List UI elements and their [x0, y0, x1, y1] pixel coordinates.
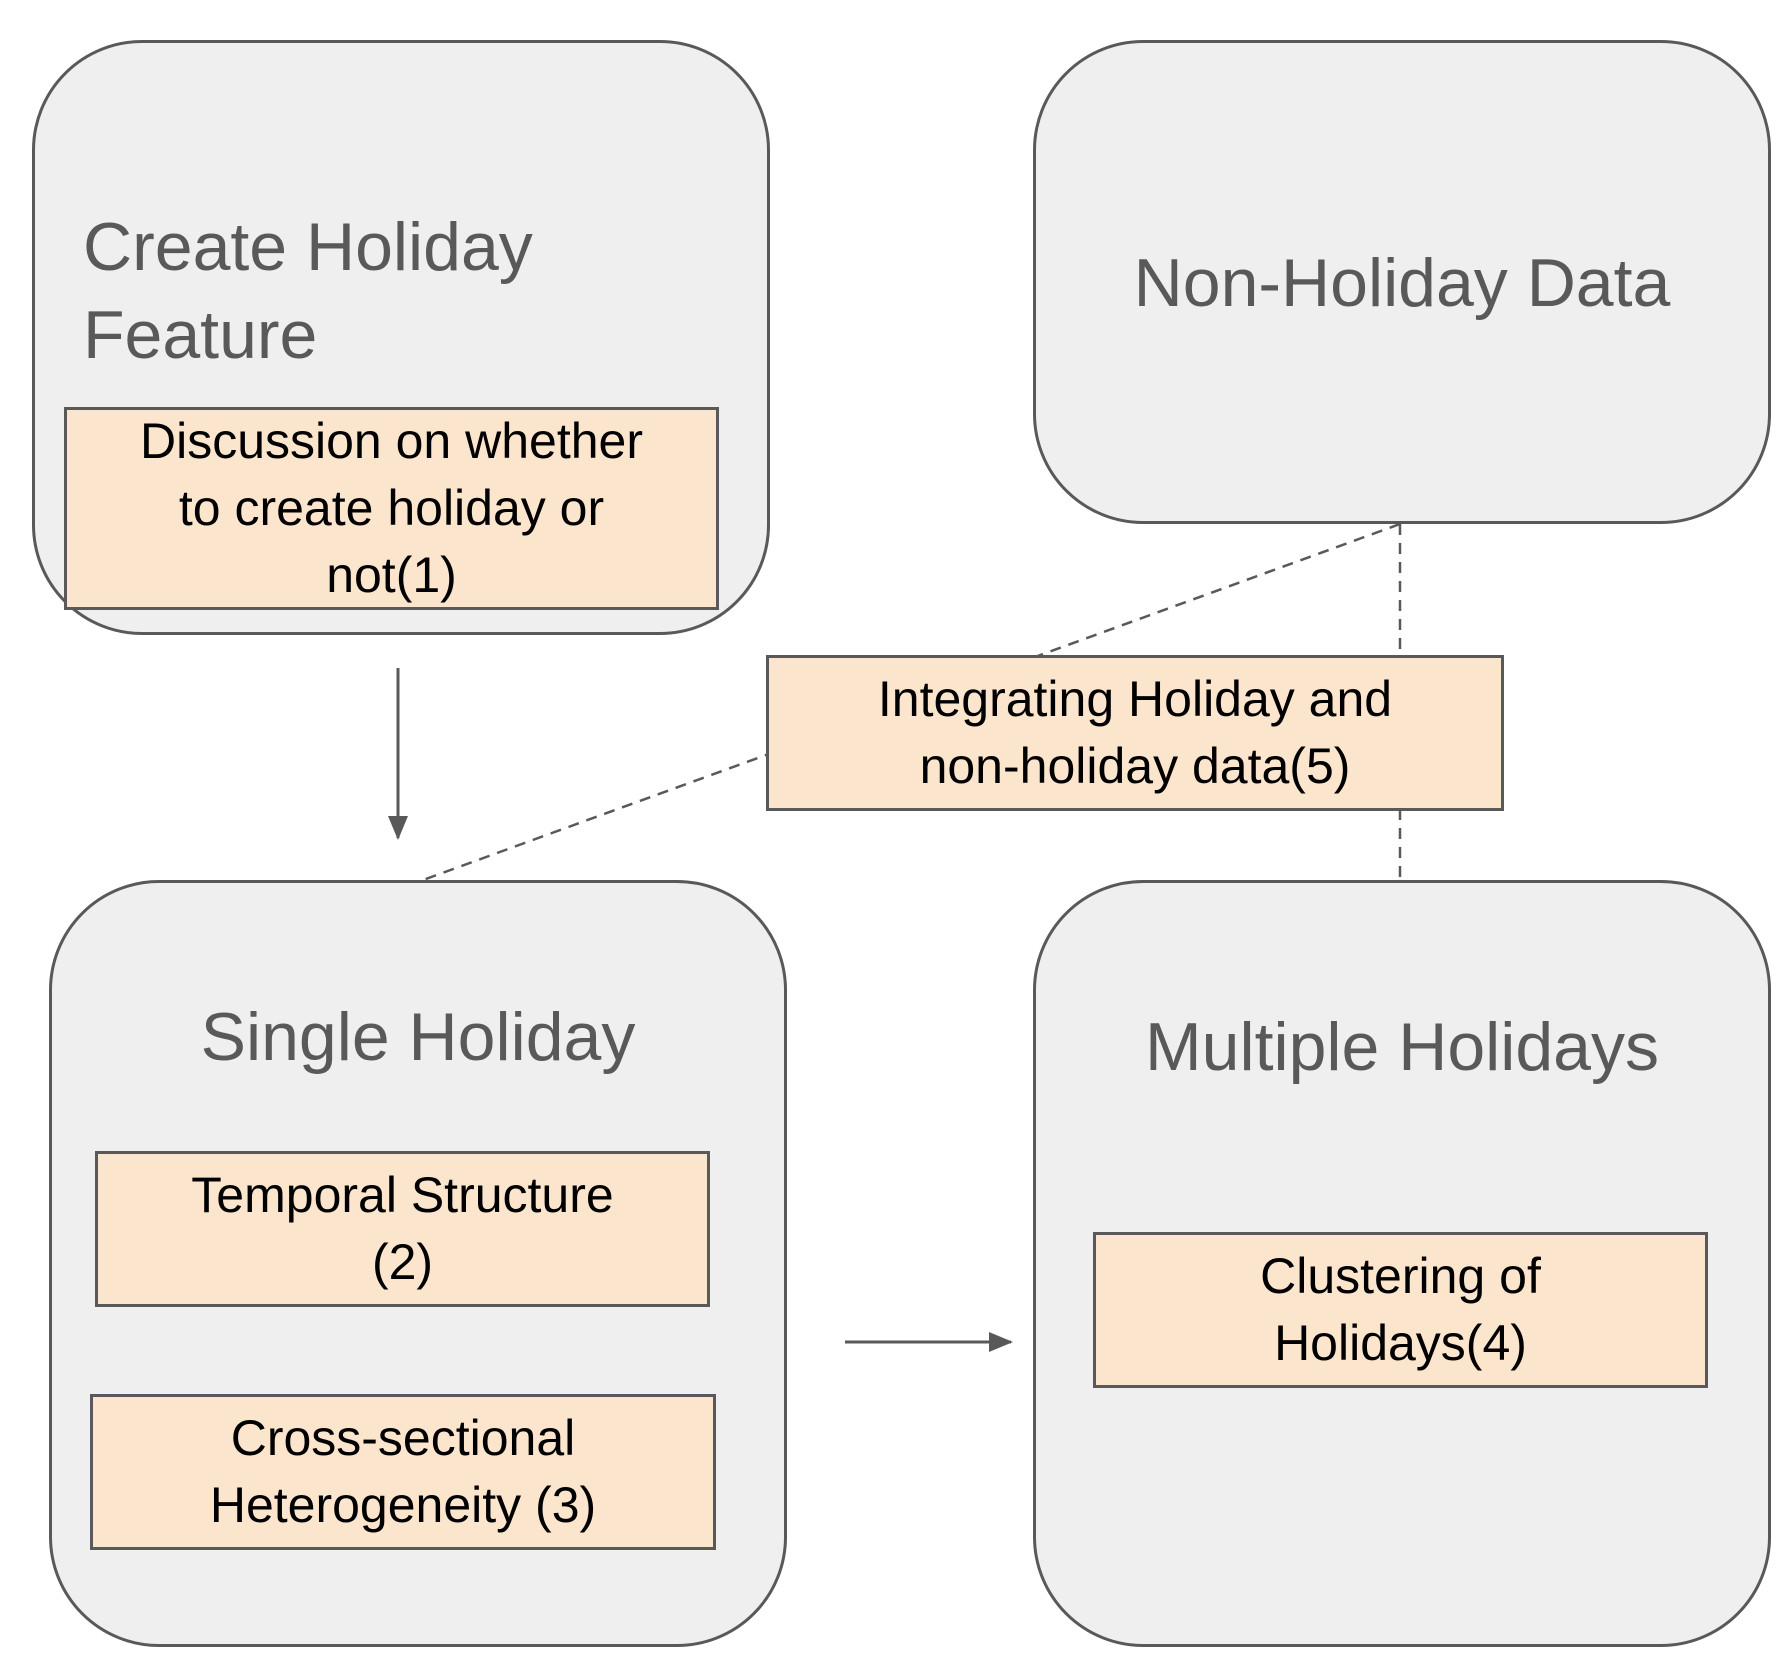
- task-temporal-line-1: Temporal Structure: [191, 1167, 614, 1223]
- group-title-single-holiday: Single Holiday: [200, 999, 636, 1075]
- task-temporal-line-2: (2): [371, 1234, 434, 1290]
- group-title-line-2: Feature: [83, 297, 318, 373]
- task-integrating-line-1: Integrating Holiday and: [877, 671, 1393, 727]
- task-clustering-line-2: Holidays(4): [1274, 1315, 1527, 1371]
- task-discussion-line-1: Discussion on whether: [139, 413, 644, 469]
- group-title-line-1: Create Holiday: [83, 209, 533, 285]
- task-cross-sectional-line-2: Heterogeneity (3): [209, 1477, 597, 1533]
- group-non-holiday-data: Non-Holiday Data: [1033, 40, 1771, 524]
- task-temporal-structure: Temporal Structure (2): [95, 1151, 710, 1307]
- task-clustering-line-1: Clustering of: [1260, 1248, 1541, 1304]
- task-discussion-line-3: not(1): [326, 547, 457, 603]
- task-cross-sectional-line-1: Cross-sectional: [230, 1410, 576, 1466]
- task-discussion-line-2: to create holiday or: [178, 480, 605, 536]
- group-title-multiple-holidays: Multiple Holidays: [1145, 1009, 1659, 1085]
- task-integrating-line-2: non-holiday data(5): [919, 738, 1351, 794]
- group-title-create-holiday-feature: Create Holiday Feature: [83, 203, 533, 379]
- task-cross-sectional-heterogeneity: Cross-sectional Heterogeneity (3): [90, 1394, 716, 1550]
- group-title-non-holiday-data: Non-Holiday Data: [1133, 245, 1671, 321]
- task-clustering-of-holidays: Clustering of Holidays(4): [1093, 1232, 1708, 1388]
- task-integrating-holiday-data: Integrating Holiday and non-holiday data…: [766, 655, 1504, 811]
- task-discussion-create-holiday: Discussion on whether to create holiday …: [64, 407, 719, 610]
